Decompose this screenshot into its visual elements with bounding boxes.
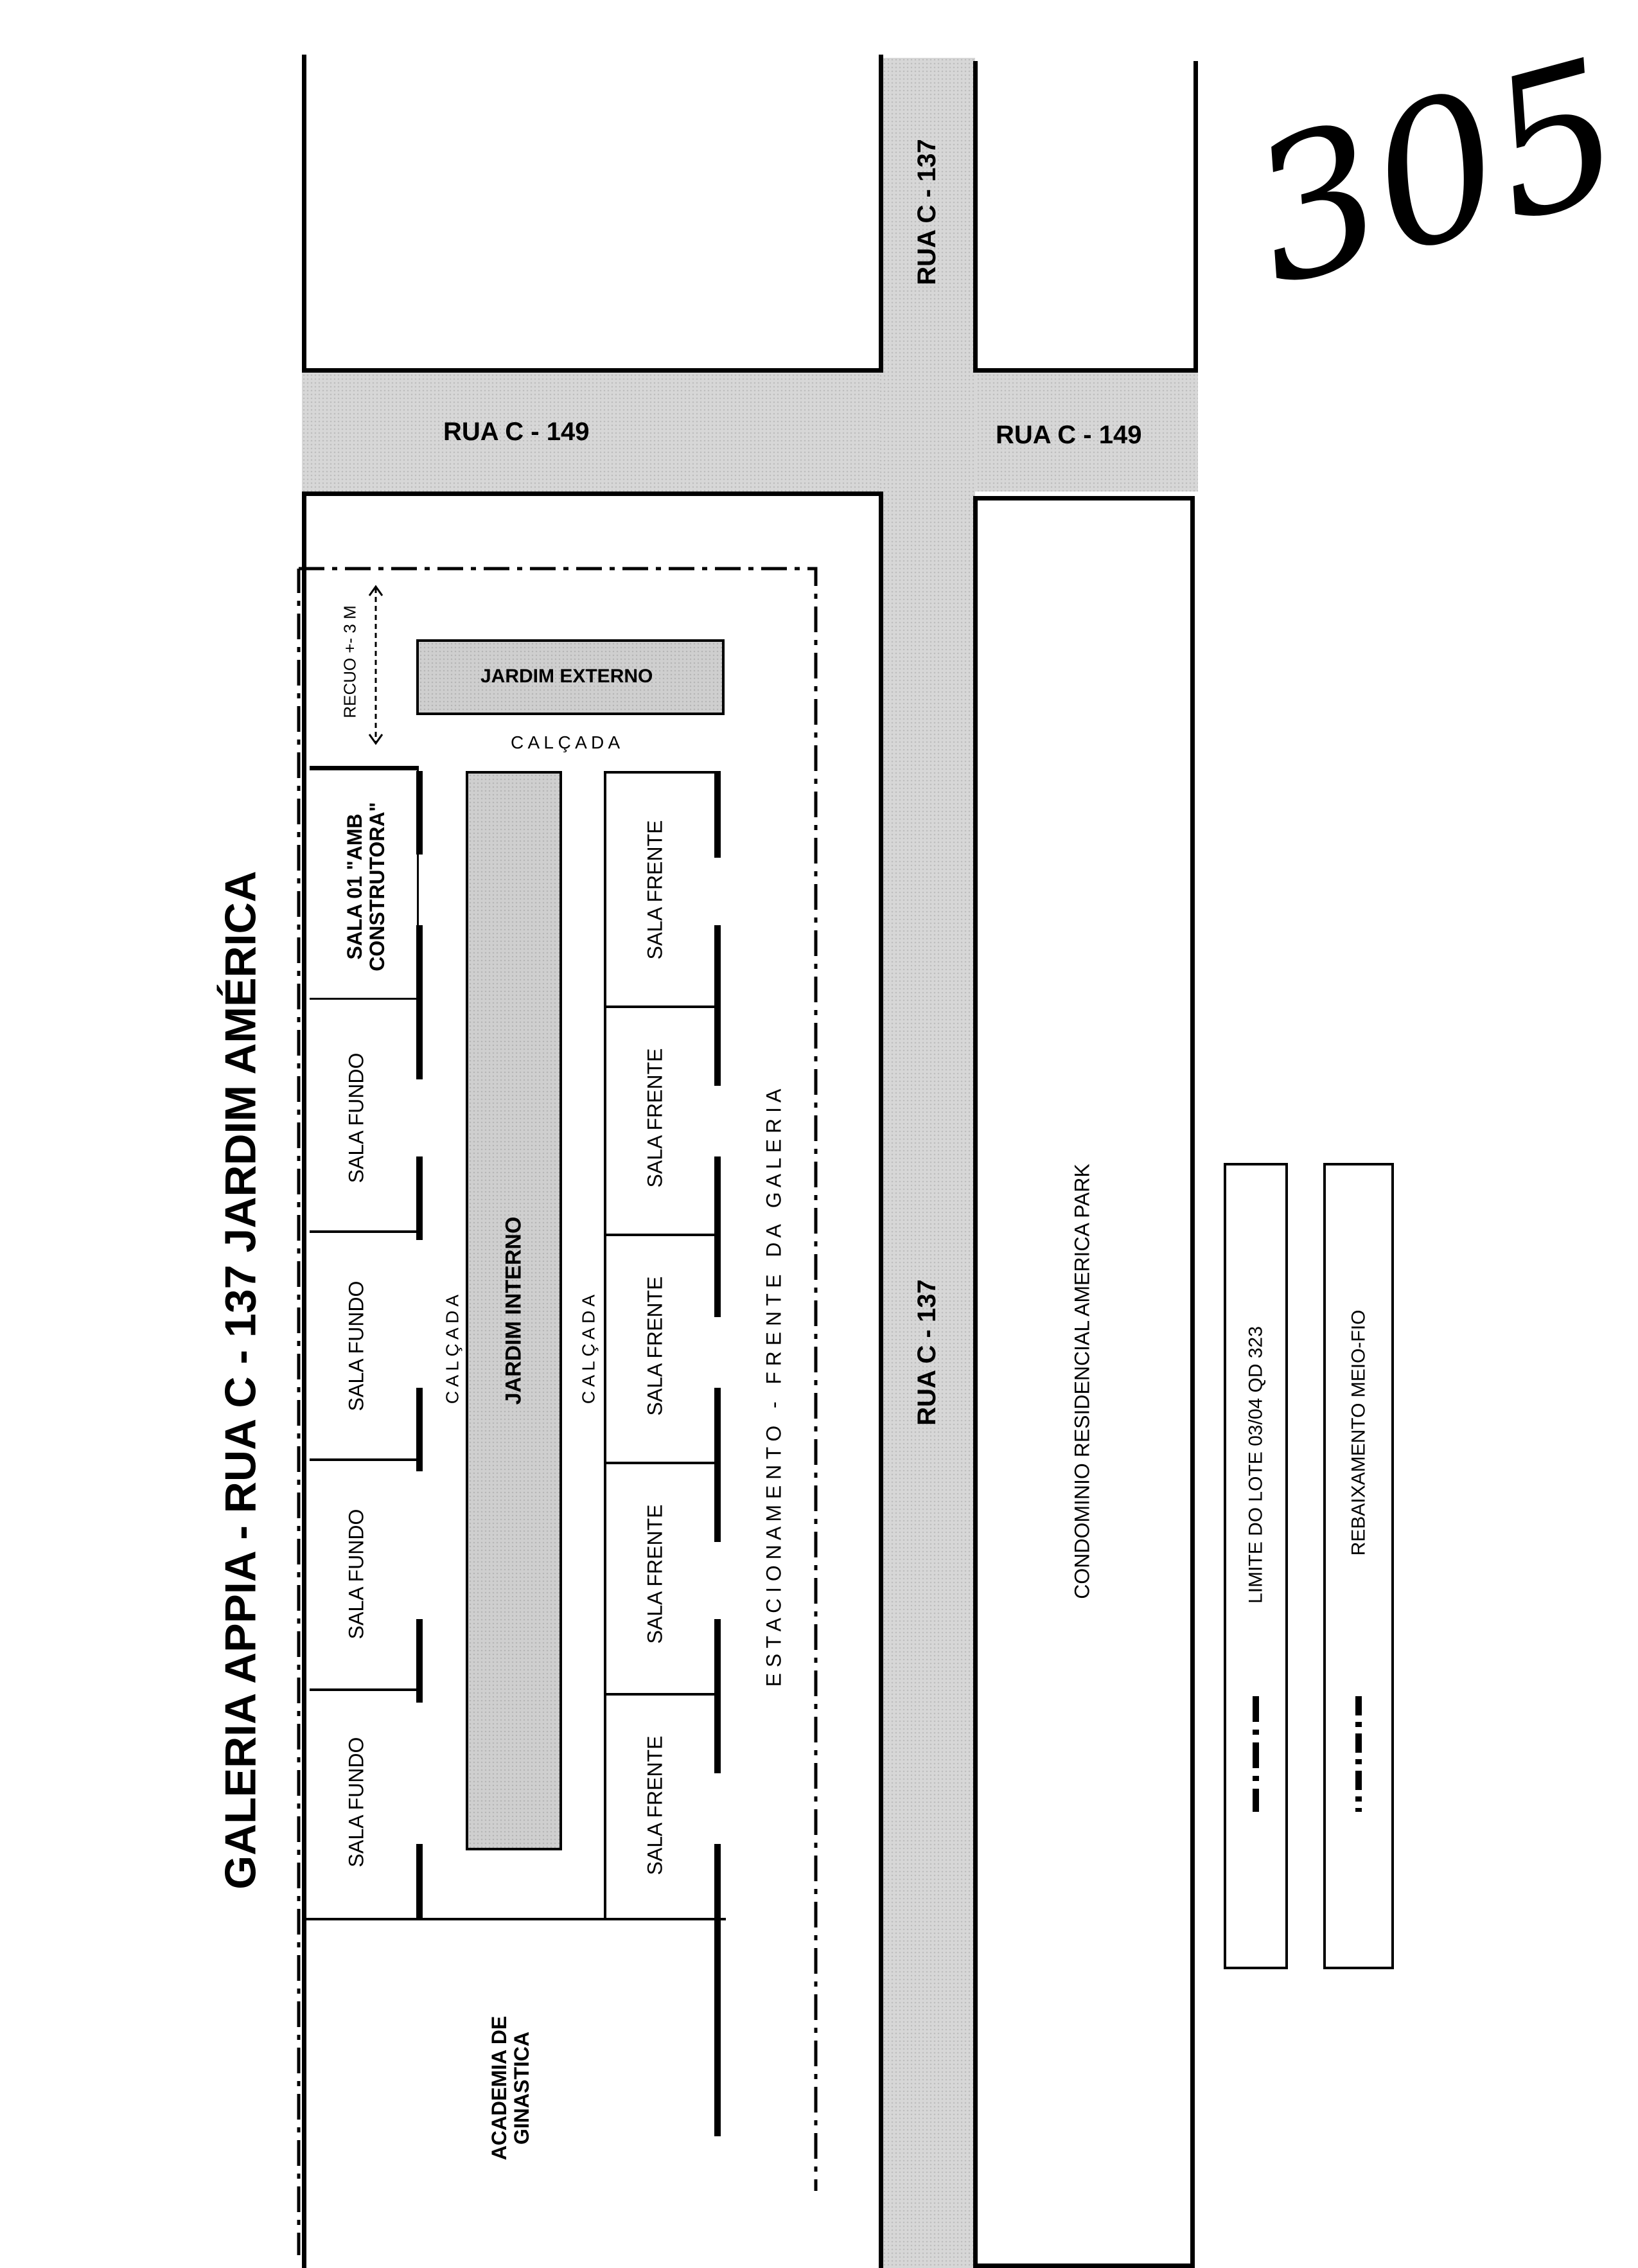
sala-fundo-3: SALA FUNDO <box>344 1509 368 1640</box>
wall-segment <box>714 925 721 1086</box>
street-label-c149-right: RUA C - 149 <box>996 421 1142 449</box>
wall-segment <box>416 1619 423 1703</box>
jardim-externo <box>416 639 725 715</box>
wall-segment <box>416 771 423 855</box>
sala-frente-5: SALA FRENTE <box>643 1735 667 1875</box>
sala-fundo-2: SALA FUNDO <box>344 1280 368 1412</box>
room-divider <box>604 1234 719 1236</box>
wall-segment <box>714 1619 721 1773</box>
recuo-label: RECUO +- 3 M <box>340 605 360 718</box>
block-condominio <box>973 496 1195 2268</box>
sala-frente-4: SALA FRENTE <box>643 1504 667 1644</box>
wall-segment <box>416 1844 423 1918</box>
estacionamento-label: E S T A C I O N A M E N T O - F R E N T … <box>762 1088 786 1687</box>
room-divider <box>302 1918 726 1920</box>
legend-limite-box <box>1224 1163 1288 1969</box>
road-rua-c-137 <box>879 58 975 2268</box>
calcada-right-label: C A L Ç A D A <box>578 1294 599 1404</box>
sala-frente-3: SALA FRENTE <box>643 1276 667 1416</box>
wall-segment <box>416 1388 423 1471</box>
road-rua-c-149 <box>302 369 1198 492</box>
wall-segment <box>416 1156 423 1240</box>
jardim-externo-label: JARDIM EXTERNO <box>480 666 653 687</box>
legend-dash-icon <box>1355 1696 1362 1812</box>
block-top-left <box>302 55 883 373</box>
wall-segment <box>416 925 423 1079</box>
block-galeria-lot <box>302 492 883 2268</box>
sala-01-label: SALA 01 "AMB CONSTRUTORA" <box>342 802 389 971</box>
calcada-left-label: C A L Ç A D A <box>442 1294 462 1404</box>
legend-dash-dot-icon <box>1253 1696 1259 1812</box>
room-divider <box>604 1462 719 1464</box>
wall-segment <box>714 1388 721 1542</box>
condominio-label: CONDOMINIO RESIDENCIAL AMERICA PARK <box>1070 1164 1094 1599</box>
sala-frente-2: SALA FRENTE <box>643 1048 667 1188</box>
room-divider <box>604 771 719 774</box>
room-divider <box>310 1458 419 1461</box>
street-label-c149-left: RUA C - 149 <box>443 418 590 446</box>
jardim-interno <box>466 771 562 1850</box>
calcada-top-label: C A L Ç A D A <box>511 732 621 752</box>
wall-segment <box>714 1156 721 1317</box>
room-divider <box>310 766 419 768</box>
jardim-interno-label: JARDIM INTERNO <box>501 1216 526 1405</box>
wall-segment <box>714 1844 721 2136</box>
sala-fundo-1: SALA FUNDO <box>344 1052 368 1183</box>
sala-01-text: SALA 01 "AMB CONSTRUTORA" <box>342 802 389 971</box>
block-top-right <box>973 61 1198 373</box>
legend-rebaixamento-box <box>1323 1163 1394 1969</box>
academia-label: ACADEMIA DE GINASTICA <box>488 2016 533 2161</box>
legend-rebaixamento-label: REBAIXAMENTO MEIO-FIO <box>1348 1309 1369 1556</box>
room-divider <box>310 1230 419 1233</box>
wall-segment <box>714 771 721 858</box>
frente-column <box>604 771 719 1918</box>
room-divider <box>604 1693 719 1696</box>
academia-text: ACADEMIA DE GINASTICA <box>487 2016 533 2161</box>
recuo-arrow-icon <box>368 585 383 745</box>
sala-fundo-4: SALA FUNDO <box>344 1737 368 1868</box>
legend-limite-label: LIMITE DO LOTE 03/04 QD 323 <box>1245 1326 1267 1604</box>
room-divider <box>604 1006 719 1008</box>
sala-01-box <box>310 768 419 1000</box>
sala-frente-1: SALA FRENTE <box>643 820 667 960</box>
room-divider <box>310 1688 419 1691</box>
